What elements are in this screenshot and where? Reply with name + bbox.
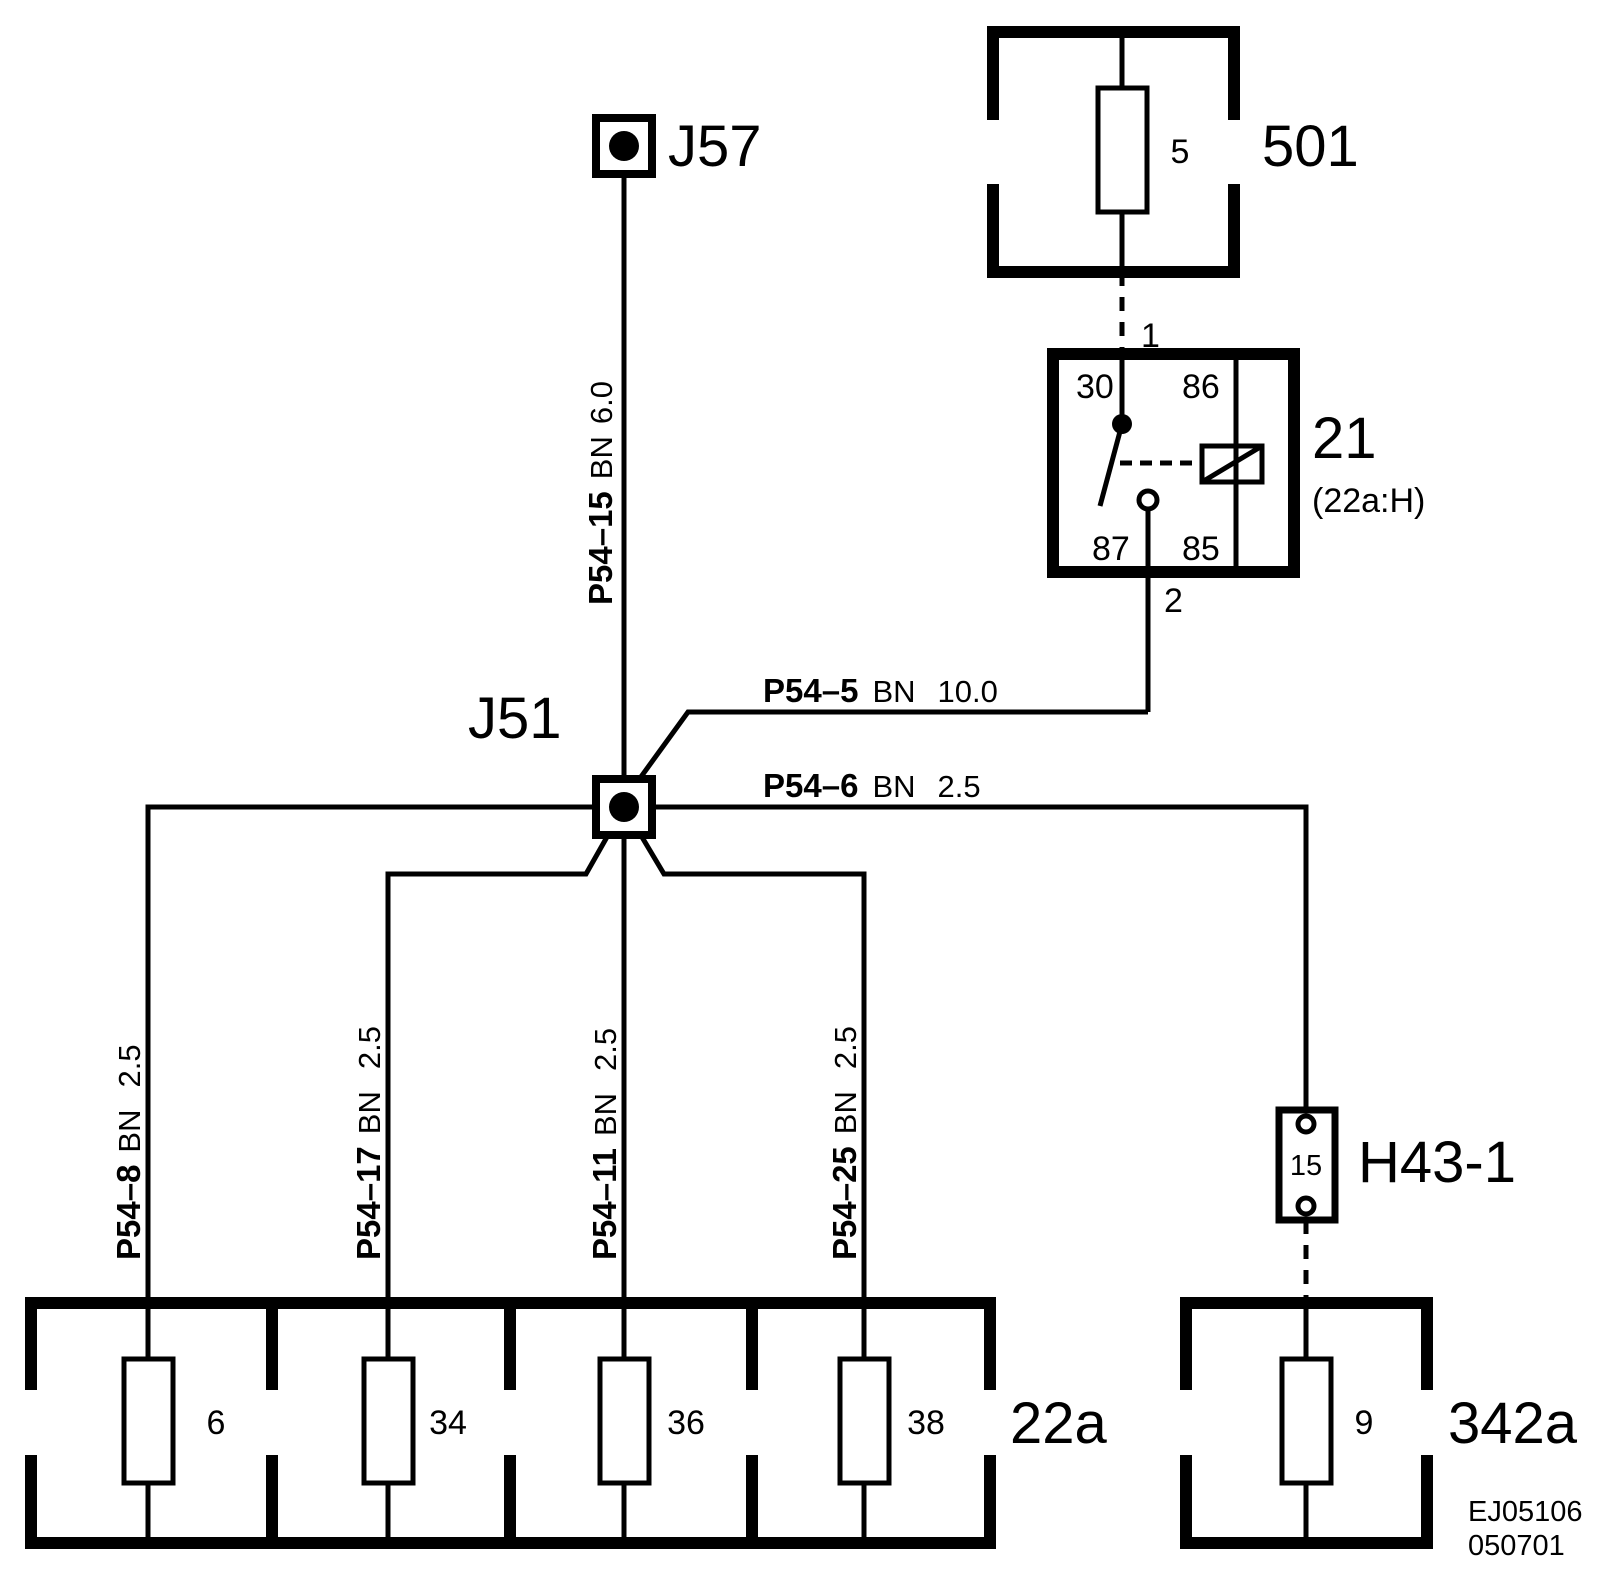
wire-p54-5 xyxy=(619,709,1148,805)
fuse-34 xyxy=(361,1356,416,1486)
fuse-38-label: 38 xyxy=(907,1404,945,1442)
relay-switch-arm xyxy=(1097,423,1125,507)
wire-p54-8-label: P54–8BN2.5 xyxy=(110,1044,147,1260)
connector-h43-label: H43-1 xyxy=(1358,1130,1516,1195)
reference-code-2: 050701 xyxy=(1468,1530,1565,1562)
relay-label: 21 xyxy=(1312,406,1377,471)
fuse-box-342a: 9 342a xyxy=(1178,1297,1578,1549)
fuse-38 xyxy=(837,1356,892,1486)
fuse-9-label: 9 xyxy=(1355,1404,1374,1442)
relay-contact-87 xyxy=(1136,488,1160,512)
connector-j57-label: J57 xyxy=(668,114,762,179)
fuse-34-label: 34 xyxy=(429,1404,467,1442)
relay-pin-87: 87 xyxy=(1092,530,1130,568)
wire-p54-6 xyxy=(145,804,1309,1298)
fuse-box-22a: 6 34 36 38 22a xyxy=(23,1297,1108,1549)
relay-wire-in-label: 1 xyxy=(1141,317,1160,355)
box-501-label: 501 xyxy=(1262,114,1359,179)
connector-j57: J57 xyxy=(592,114,762,179)
fuse-9 xyxy=(1279,1356,1334,1486)
wire-p54-17 xyxy=(385,805,627,1298)
fuse-36 xyxy=(597,1356,652,1486)
splice-j51 xyxy=(592,775,656,839)
fuse-5-label: 5 xyxy=(1171,133,1190,171)
connector-j51-label: J51 xyxy=(468,686,562,751)
fuse-5 xyxy=(1095,85,1150,215)
fuse-box-501: 5 501 xyxy=(985,26,1359,278)
wire-p54-11-label: P54–11BN2.5 xyxy=(586,1028,623,1260)
wire-p54-15-label: P54–15BN6.0 xyxy=(582,381,619,605)
relay-21: 30 86 87 85 21 (22a:H) xyxy=(1047,348,1425,578)
relay-pin-86: 86 xyxy=(1182,368,1220,406)
fuse-6-label: 6 xyxy=(207,1404,226,1442)
wire-p54-25 xyxy=(621,805,867,1298)
fuse-36-label: 36 xyxy=(667,1404,705,1442)
reference-code-1: EJ05106 xyxy=(1468,1496,1583,1528)
wire-p54-17-label: P54–17BN2.5 xyxy=(350,1026,387,1260)
relay-pin-30: 30 xyxy=(1076,368,1114,406)
relay-pin-85: 85 xyxy=(1182,530,1220,568)
fuse-6 xyxy=(121,1356,176,1486)
relay-sublabel: (22a:H) xyxy=(1312,482,1425,520)
box-22a-label: 22a xyxy=(1010,1391,1108,1456)
connector-h43-1: 15 H43-1 xyxy=(1275,1106,1516,1224)
relay-wire-out-label: 2 xyxy=(1164,582,1183,620)
box-342a-label: 342a xyxy=(1448,1391,1578,1456)
relay-coil xyxy=(1199,443,1265,485)
wire-p54-25-label: P54–25BN2.5 xyxy=(826,1026,863,1260)
connector-h43-pin: 15 xyxy=(1290,1150,1322,1182)
